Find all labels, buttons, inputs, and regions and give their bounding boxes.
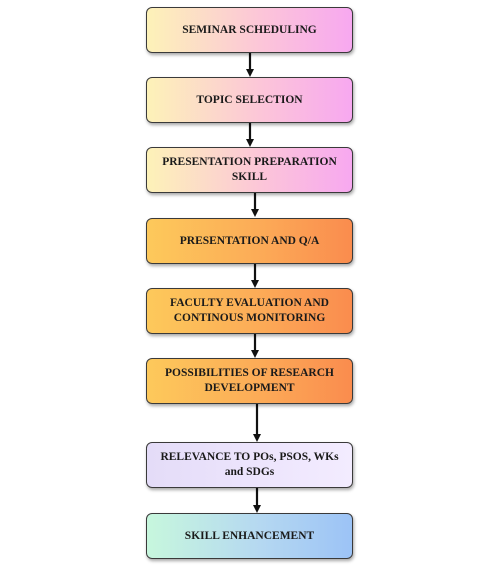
step-label: POSSIBILITIES OF RESEARCH DEVELOPMENT — [165, 367, 334, 394]
step-skill-enhancement: SKILL ENHANCEMENT — [146, 513, 353, 559]
step-label: SEMINAR SCHEDULING — [182, 23, 317, 36]
step-relevance: RELEVANCE TO POs, PSOS, WKs and SDGs — [146, 442, 353, 488]
step-label: RELEVANCE TO POs, PSOS, WKs and SDGs — [160, 451, 339, 478]
step-label: TOPIC SELECTION — [196, 93, 303, 106]
step-seminar-scheduling: SEMINAR SCHEDULING — [146, 7, 353, 53]
step-presentation-preparation: PRESENTATION PREPARATION SKILL — [146, 147, 353, 193]
step-presentation-qa: PRESENTATION AND Q/A — [146, 218, 353, 264]
step-topic-selection: TOPIC SELECTION — [146, 77, 353, 123]
step-label: FACULTY EVALUATION AND CONTINOUS MONITOR… — [170, 297, 329, 324]
step-faculty-evaluation: FACULTY EVALUATION AND CONTINOUS MONITOR… — [146, 288, 353, 334]
step-label: PRESENTATION PREPARATION SKILL — [162, 156, 337, 183]
step-label: SKILL ENHANCEMENT — [184, 529, 315, 542]
step-label: PRESENTATION AND Q/A — [179, 234, 320, 247]
step-research-possibilities: POSSIBILITIES OF RESEARCH DEVELOPMENT — [146, 358, 353, 404]
